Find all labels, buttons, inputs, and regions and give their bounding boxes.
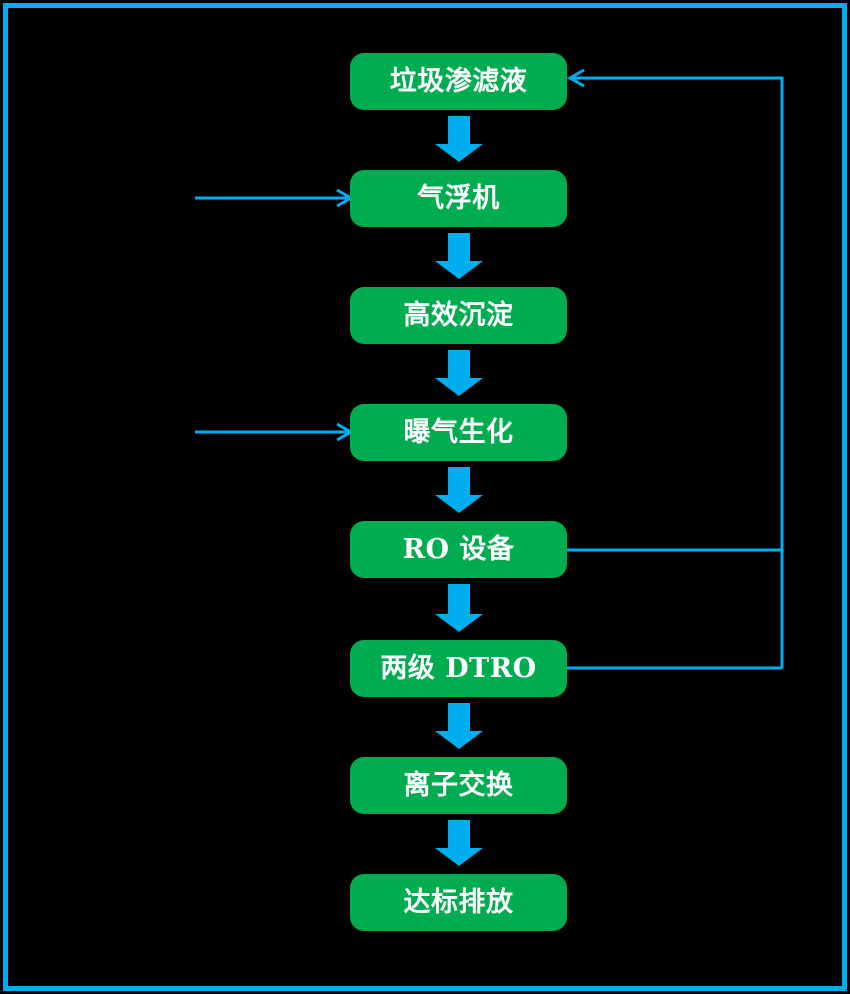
node-dtro-label: 两级 DTRO (380, 653, 537, 684)
down-arrow-7 (435, 820, 483, 866)
node-high-efficiency-sedimentation: 高效沉淀 (350, 287, 567, 344)
down-arrow-6 (435, 703, 483, 749)
down-arrow-1 (435, 116, 483, 162)
down-arrow-2 (435, 233, 483, 279)
node-ro-equipment: RO 设备 (350, 521, 567, 578)
return-line-vertical-top (572, 76, 784, 668)
node-sedimentation-label: 高效沉淀 (403, 300, 514, 331)
down-arrow-3 (435, 350, 483, 396)
node-ion-exchange-label: 离子交换 (403, 770, 514, 801)
down-arrow-5 (435, 584, 483, 632)
node-leachate: 垃圾渗滤液 (350, 53, 567, 110)
node-ion-exchange: 离子交换 (350, 757, 567, 814)
node-air-flotation-label: 气浮机 (417, 183, 500, 214)
node-aeration-label: 曝气生化 (403, 417, 514, 448)
down-arrow-4 (435, 467, 483, 513)
node-air-flotation: 气浮机 (350, 170, 567, 227)
node-leachate-label: 垃圾渗滤液 (389, 66, 528, 97)
node-discharge-label: 达标排放 (403, 887, 514, 918)
return-arrowhead-leachate (566, 68, 585, 88)
node-standard-discharge: 达标排放 (350, 874, 567, 931)
node-ro-label: RO 设备 (402, 534, 515, 565)
node-aeration-biochemical: 曝气生化 (350, 404, 567, 461)
node-two-stage-dtro: 两级 DTRO (350, 640, 567, 697)
